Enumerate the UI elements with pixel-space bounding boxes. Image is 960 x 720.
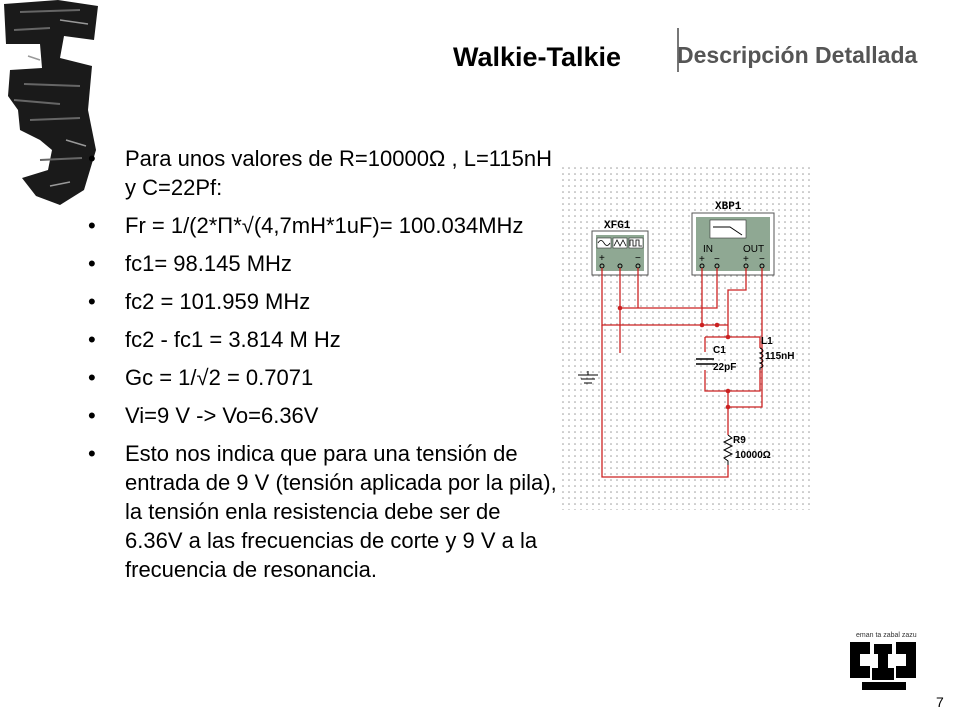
xfg-plus-label: + — [599, 253, 605, 264]
circuit-wire — [728, 268, 763, 408]
inductor-name: L1 — [761, 336, 773, 347]
junction-dot — [699, 322, 705, 328]
circuit-wire — [727, 268, 761, 348]
bullet-item: Fr = 1/(2*Π*√(4,7mH*1uF)= 100.034MHz — [88, 211, 558, 240]
xbp-in-minus: − — [714, 254, 720, 265]
xfg-minus-label: − — [635, 253, 641, 264]
circuit-wire — [704, 370, 761, 392]
page-number: 7 — [936, 694, 944, 710]
junction-dot — [725, 334, 731, 340]
capacitor-name: C1 — [713, 345, 726, 356]
xbp-out-minus: − — [759, 254, 765, 265]
bullet-item: Gc = 1/√2 = 0.7071 — [88, 363, 558, 392]
junction-dot — [617, 305, 623, 311]
bode-plotter: XBP1 IN OUT + − + − — [691, 201, 775, 276]
bullet-item: Para unos valores de R=10000Ω , L=115nH … — [88, 144, 558, 202]
circuit-wire — [601, 325, 729, 478]
resistor-name: R9 — [733, 435, 746, 446]
bullet-item: Esto nos indica que para una tensión de … — [88, 439, 558, 584]
xbp-label: XBP1 — [715, 201, 742, 213]
triangle-wave-icon — [612, 237, 628, 249]
bullet-item: fc2 = 101.959 MHz — [88, 287, 558, 316]
ground-symbol — [578, 371, 598, 384]
resistor-value: 10000Ω — [735, 450, 771, 461]
xbp-out-plus: + — [743, 254, 749, 265]
bode-display — [709, 219, 747, 239]
title-divider — [677, 28, 679, 72]
bullet-item: fc1= 98.145 MHz — [88, 249, 558, 278]
xbp-in-plus: + — [699, 254, 705, 265]
inductor-l1: L1 115nH — [758, 336, 794, 370]
resistor-r9: R9 10000Ω — [722, 434, 771, 465]
function-generator: XFG1 + − — [591, 220, 649, 276]
junction-dots — [617, 305, 731, 410]
xbp-in-label: IN — [703, 244, 713, 255]
bullet-item: fc2 - fc1 = 3.814 M Hz — [88, 325, 558, 354]
junction-dot — [725, 404, 731, 410]
circuit-wire — [619, 268, 718, 309]
circuit-wires — [601, 268, 763, 478]
section-subtitle: Descripción Detallada — [677, 42, 918, 68]
bullet-list: Para unos valores de R=10000Ω , L=115nH … — [88, 144, 558, 593]
circuit-schematic: XFG1 + − XBP1 IN OUT + − + − — [560, 165, 810, 510]
inductor-value: 115nH — [765, 351, 794, 362]
xfg-label: XFG1 — [604, 220, 631, 232]
capacitor-c1: C1 22pF — [696, 345, 736, 373]
university-logo — [850, 642, 916, 690]
slide-title: Walkie-Talkie — [453, 42, 622, 72]
bullet-item: Vi=9 V -> Vo=6.36V — [88, 401, 558, 430]
junction-dot — [714, 322, 720, 328]
logo-caption: eman ta zabal zazu — [856, 632, 917, 639]
junction-dot — [725, 388, 731, 394]
brush-stroke-graphic — [4, 0, 98, 205]
circuit-wire — [601, 268, 703, 326]
capacitor-value: 22pF — [713, 362, 736, 373]
xbp-out-label: OUT — [743, 244, 764, 255]
